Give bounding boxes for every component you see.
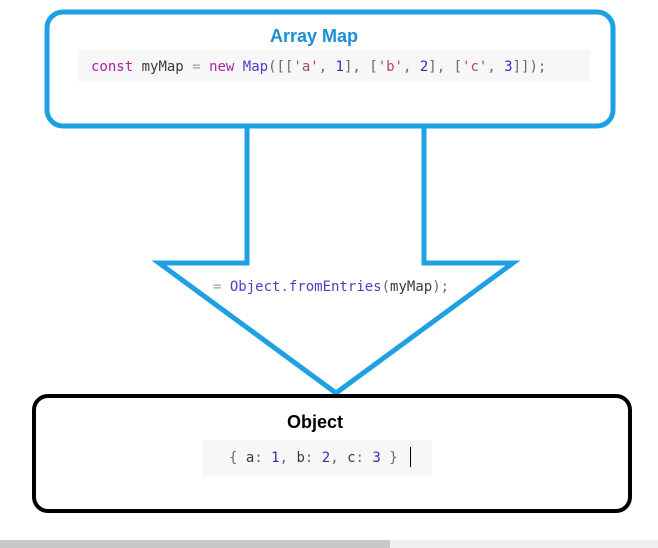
value-b: 2: [321, 450, 331, 466]
object-identifier: Object: [229, 279, 281, 295]
array-map-code-bg: [78, 50, 590, 82]
string-c: 'c': [462, 59, 488, 75]
argument-name: myMap: [390, 279, 433, 295]
string-a: 'a': [293, 59, 319, 75]
array-map-code: const myMap = new Map([['a', 1], ['b', 2…: [91, 60, 546, 74]
text-caret: [410, 447, 411, 467]
horizontal-scrollbar[interactable]: [0, 540, 658, 548]
punct-open: ([[: [268, 59, 294, 75]
assign-operator: =: [192, 59, 201, 75]
down-arrow: [151, 123, 521, 397]
key-b: b: [296, 450, 305, 466]
object-title: Object: [287, 412, 344, 432]
punct-mid-1: ], [: [343, 59, 378, 75]
punct-mid-2: ], [: [428, 59, 463, 75]
brace-open: {: [229, 450, 238, 466]
punct-sep-c: ,: [487, 59, 505, 75]
scrollbar-thumb[interactable]: [0, 540, 390, 548]
value-a: 1: [271, 450, 280, 466]
number-3: 3: [504, 59, 513, 75]
brace-close: }: [389, 450, 398, 466]
colon-a: :: [254, 450, 272, 466]
from-entries-method: fromEntries: [288, 279, 382, 295]
assign-operator: =: [213, 279, 222, 295]
from-entries-code: = Object.fromEntries(myMap);: [213, 280, 449, 294]
punct-open-paren: (: [381, 279, 391, 295]
number-2: 2: [419, 59, 429, 75]
colon-b: :: [304, 450, 322, 466]
keyword-new: new: [209, 59, 235, 75]
object-code-bg: [202, 440, 432, 476]
punct-sep-a: ,: [318, 59, 336, 75]
comma-b: ,: [330, 450, 348, 466]
punct-sep-b: ,: [403, 59, 420, 75]
value-c: 3: [372, 450, 381, 466]
punct-close: ]]);: [512, 59, 547, 75]
punct-close-paren: );: [432, 279, 450, 295]
variable-name: myMap: [141, 59, 184, 75]
punct-dot: .: [280, 279, 289, 295]
number-1: 1: [335, 59, 344, 75]
colon-c: :: [355, 450, 373, 466]
key-a: a: [245, 450, 255, 466]
array-map-title: Array Map: [270, 26, 359, 46]
map-constructor: Map: [242, 59, 269, 75]
keyword-const: const: [91, 59, 134, 75]
object-literal-code: { a: 1, b: 2, c: 3 }: [229, 451, 398, 465]
key-c: c: [347, 450, 356, 466]
string-b: 'b': [377, 59, 403, 75]
comma-a: ,: [279, 450, 297, 466]
